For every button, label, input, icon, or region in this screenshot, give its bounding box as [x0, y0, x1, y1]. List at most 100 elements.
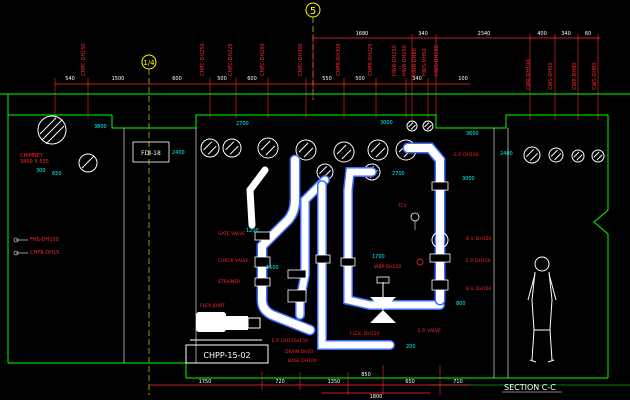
svg-text:3000: 3000: [462, 176, 475, 182]
svg-text:HWS-DH100: HWS-DH100: [434, 45, 440, 76]
svg-text:CHPC-DH300: CHPC-DH300: [298, 43, 304, 76]
svg-text:2400: 2400: [500, 151, 513, 157]
pipe-section-circle: [295, 139, 317, 161]
svg-text:3000: 3000: [380, 120, 393, 126]
pipe-section-hatch: [260, 140, 276, 156]
svg-text:1200: 1200: [246, 228, 259, 234]
svg-text:HWR-DH80: HWR-DH80: [412, 48, 418, 76]
svg-text:650: 650: [405, 379, 415, 385]
fire-damper: FDI-18: [132, 141, 170, 163]
building-outline: [0, 93, 630, 386]
svg-text:500: 500: [355, 76, 365, 82]
pipe-section-circle: [257, 137, 279, 159]
pipe-section-circle: [523, 146, 541, 164]
svg-text:TCV: TCV: [397, 203, 408, 209]
svg-text:710: 710: [453, 379, 463, 385]
svg-text:5: 5: [310, 6, 316, 17]
left-tags: FHS-DH100 CHPR-DH15: [13, 237, 59, 256]
svg-text:540: 540: [65, 76, 75, 82]
svg-text:HWR-DH250: HWR-DH250: [392, 45, 398, 76]
svg-text:1680: 1680: [356, 31, 369, 37]
svg-text:400: 400: [537, 31, 547, 37]
svg-text:800: 800: [456, 301, 466, 307]
three-way-valve: [370, 276, 396, 323]
top-dimension-row-2: 540 1500 600 500 600 550 500 340 100: [54, 76, 470, 118]
svg-text:340: 340: [418, 31, 428, 37]
svg-text:BASE DH100: BASE DH100: [288, 358, 317, 364]
svg-text:2700: 2700: [392, 171, 405, 177]
svg-text:1800: 1800: [370, 394, 383, 400]
svg-text:340: 340: [561, 31, 571, 37]
svg-text:DRAIN DH50: DRAIN DH50: [285, 349, 313, 355]
strainer: [410, 212, 449, 266]
pump-chpp: CHPP-15-02 E.P. DH150x150 DRAIN DH50 BAS…: [185, 309, 317, 364]
pipe-section-circle: [422, 120, 434, 132]
svg-text:B.V. DH150: B.V. DH150: [466, 236, 491, 242]
svg-text:2400: 2400: [172, 150, 185, 156]
svg-text:CHPC-DH250: CHPC-DH250: [200, 43, 206, 76]
pipe-section-circle: [591, 149, 605, 163]
svg-text:GATE VALVE: GATE VALVE: [218, 231, 245, 237]
svg-text:3800: 3800: [94, 124, 107, 130]
svg-text:60: 60: [585, 31, 591, 37]
pipe-section-circle: [333, 141, 355, 163]
pipe-section-hatch: [336, 144, 352, 160]
svg-text:FDI-18: FDI-18: [141, 150, 161, 157]
svg-text:STRAINER: STRAINER: [218, 279, 240, 285]
svg-text:CWR-DH80: CWR-DH80: [572, 63, 578, 90]
pipe-sections: [200, 120, 605, 181]
pipe-section-hatch: [550, 149, 562, 161]
svg-text:E.P. DH100: E.P. DH100: [454, 152, 479, 158]
svg-text:E.P. DH150: E.P. DH150: [466, 258, 491, 264]
pipe-section-hatch: [424, 122, 432, 130]
svg-text:CHPC-DH150: CHPC-DH150: [81, 43, 87, 76]
svg-text:3400 X 535: 3400 X 535: [20, 159, 49, 165]
pipe-section-circle: [548, 147, 564, 163]
pipe-tags-top: CHPC-DH150 CHPC-DH250 CHPC-DH225 CHPC-DH…: [81, 43, 598, 90]
svg-text:CHPR-DH300: CHPR-DH300: [336, 44, 342, 77]
svg-text:CHECK VALVE: CHECK VALVE: [218, 258, 249, 264]
svg-text:WBP-DH150: WBP-DH150: [374, 264, 401, 270]
svg-text:HWR-DH150: HWR-DH150: [402, 45, 408, 76]
svg-text:1500: 1500: [112, 76, 125, 82]
svg-text:1750: 1750: [199, 379, 212, 385]
grid-bubble-1-4: 1/4: [141, 54, 157, 395]
pipe-section-hatch: [298, 142, 314, 158]
pipe-section-circle: [406, 120, 418, 132]
pipe-section-circle: [200, 138, 220, 158]
svg-text:500: 500: [217, 76, 227, 82]
svg-text:E.P. DH150x150: E.P. DH150x150: [272, 338, 308, 344]
pipe-section-hatch: [408, 122, 416, 130]
svg-text:600: 600: [172, 76, 182, 82]
elevation-labels: 3800 3600 2400 2700 3000 2700 3000 2400 …: [36, 120, 513, 350]
person-figure: [527, 256, 557, 363]
svg-text:CHPR-DH15: CHPR-DH15: [30, 250, 59, 256]
svg-text:1/4: 1/4: [143, 59, 155, 67]
pipe-section-circle: [367, 139, 389, 161]
svg-text:1350: 1350: [328, 379, 341, 385]
svg-text:340: 340: [412, 76, 422, 82]
svg-text:2700: 2700: [236, 121, 249, 127]
pipe-section-hatch: [203, 141, 217, 155]
svg-text:300: 300: [36, 168, 46, 174]
svg-text:200: 200: [406, 344, 416, 350]
svg-text:CHPP-15-02: CHPP-15-02: [203, 351, 250, 360]
svg-text:100: 100: [458, 76, 468, 82]
pipe-section-hatch: [593, 151, 603, 161]
svg-text:3600: 3600: [466, 131, 479, 137]
pipe-section-hatch: [225, 141, 239, 155]
bottom-dimensions: 1750 720 1350 850 710 1800 650: [149, 365, 470, 400]
svg-text:550: 550: [322, 76, 332, 82]
svg-text:CHPC-DH200: CHPC-DH200: [260, 43, 266, 76]
interior-walls: [123, 128, 509, 378]
svg-text:E.P. VALVE: E.P. VALVE: [418, 328, 441, 334]
pipe-section-circle: [222, 138, 242, 158]
pipe-section-hatch: [526, 149, 538, 161]
chimney: CHIMNEY 3400 X 535: [20, 115, 98, 173]
svg-text:CWS-DH80: CWS-DH80: [592, 63, 598, 90]
svg-text:FLEX. DH150: FLEX. DH150: [350, 331, 379, 337]
svg-text:600: 600: [247, 76, 257, 82]
svg-text:CHPC-DH225: CHPC-DH225: [228, 43, 234, 76]
svg-text:CHPR-DH225: CHPR-DH225: [368, 44, 374, 77]
